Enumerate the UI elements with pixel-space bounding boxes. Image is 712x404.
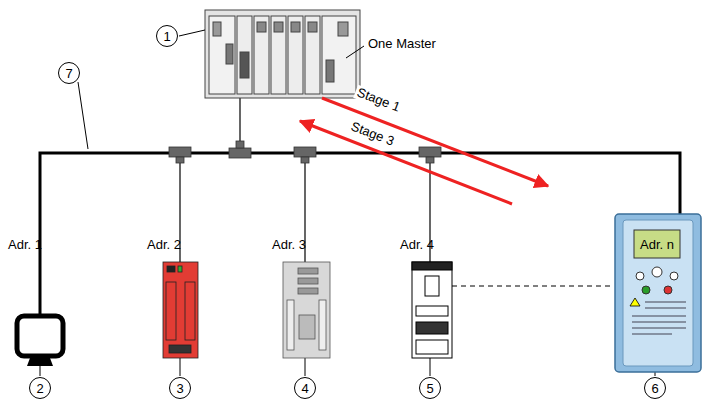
leader-line bbox=[40, 30, 655, 376]
plc-rack bbox=[205, 10, 360, 98]
callout-number: 4 bbox=[301, 382, 308, 395]
master-label: One Master bbox=[368, 37, 436, 51]
address-label: Adr. 4 bbox=[400, 238, 434, 252]
stage-label: Stage 1 bbox=[353, 85, 404, 116]
callout-circle: 3 bbox=[169, 377, 191, 399]
callout-circle: 2 bbox=[29, 377, 51, 399]
address-label: Adr. n bbox=[640, 238, 674, 252]
variable-speed-drive bbox=[615, 214, 701, 372]
address-label: Adr. 3 bbox=[272, 238, 306, 252]
io-module bbox=[163, 262, 198, 358]
address-label: Adr. 1 bbox=[8, 238, 42, 252]
motor-starter bbox=[412, 262, 452, 358]
callout-circle: 1 bbox=[156, 25, 178, 47]
callout-number: 5 bbox=[426, 382, 433, 395]
callout-number: 6 bbox=[651, 382, 658, 395]
address-label: Adr. 2 bbox=[147, 238, 181, 252]
callout-number: 1 bbox=[163, 30, 170, 43]
bus-cable bbox=[40, 98, 680, 318]
dashed-link bbox=[452, 286, 614, 287]
callout-circle: 5 bbox=[419, 377, 441, 399]
callout-number: 3 bbox=[176, 382, 183, 395]
callout-circle: 6 bbox=[644, 377, 666, 399]
terminal-monitor bbox=[17, 316, 63, 366]
callout-number: 2 bbox=[36, 382, 43, 395]
callout-number: 7 bbox=[65, 67, 72, 80]
io-module bbox=[283, 262, 330, 358]
callout-circle: 4 bbox=[294, 377, 316, 399]
callout-circle: 7 bbox=[58, 62, 80, 84]
message-arrow bbox=[300, 98, 548, 204]
